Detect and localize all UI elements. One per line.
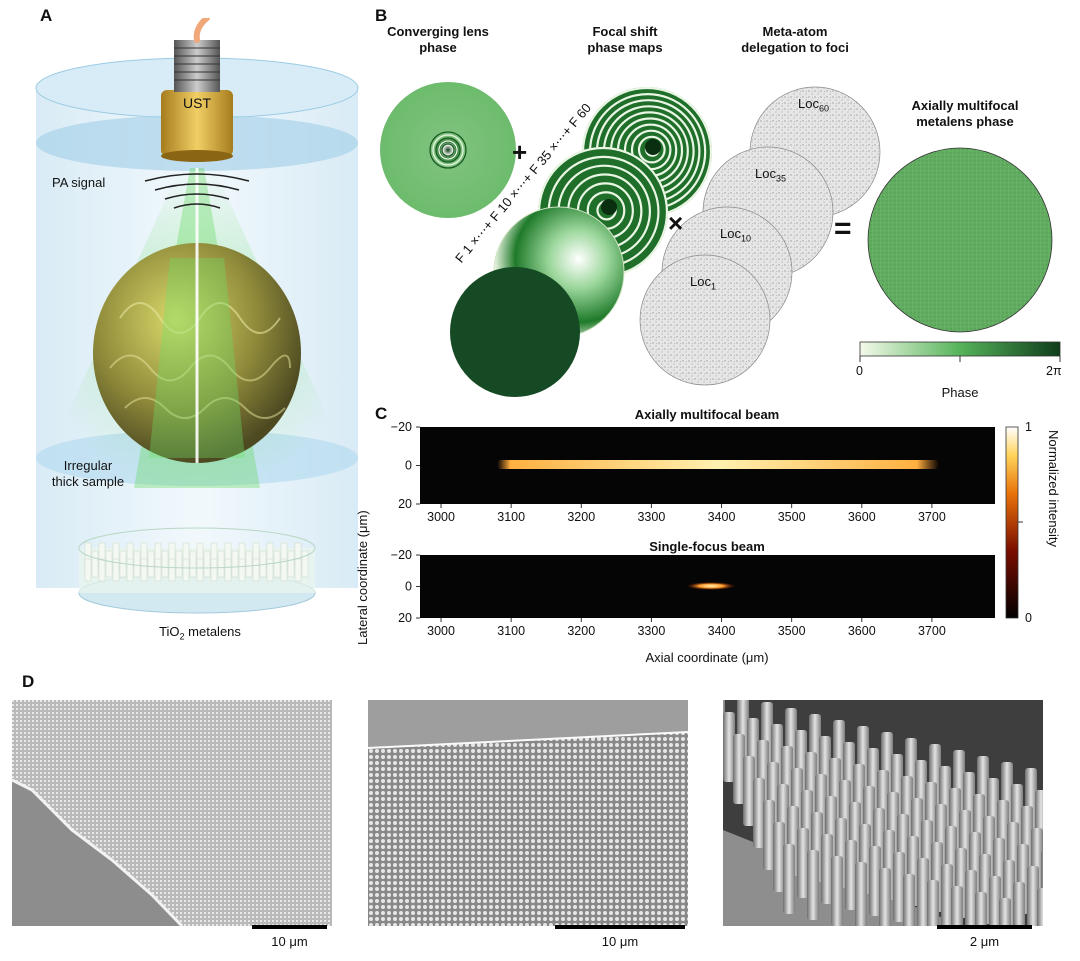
top-heatmap-focus (497, 460, 939, 469)
x-tick-label: 3300 (637, 624, 665, 638)
multifocal-metalens-map (867, 147, 1053, 333)
loc-label-10: Loc10 (720, 226, 751, 244)
x-tick-label: 3500 (778, 510, 806, 524)
scalebar-2-label: 10 μm (601, 934, 639, 949)
focal-shift-map-1 (450, 267, 580, 397)
x-tick-label: 3000 (427, 624, 455, 638)
ust-coil (174, 40, 220, 92)
x-tick-label: 3200 (567, 624, 595, 638)
x-tick-label: 3500 (778, 624, 806, 638)
times-operator: × (668, 208, 684, 238)
intensity-colorbar-min: 0 (1025, 611, 1032, 625)
ust-transducer (161, 90, 233, 156)
x-tick-label: 3400 (708, 624, 736, 638)
sem-image-1 (12, 700, 332, 926)
converging-lens-map (380, 82, 516, 218)
x-tick-label: 3600 (848, 624, 876, 638)
x-tick-label: 3400 (708, 510, 736, 524)
x-axis-label: Axial coordinate (μm) (645, 650, 769, 665)
loc-label-1: Loc1 (690, 274, 716, 292)
plus-operator: + (512, 137, 528, 167)
x-tick-label: 3300 (637, 510, 665, 524)
y-tick-label: −20 (391, 420, 412, 434)
sample-label: Irregular thick sample (51, 458, 125, 489)
loc-label-35: Loc35 (755, 166, 786, 184)
scalebar-3-label: 2 μm (969, 934, 1000, 949)
intensity-colorbar-label: Normalized intensity (1046, 430, 1061, 548)
cable (193, 18, 210, 43)
intensity-colorbar (1005, 426, 1019, 619)
x-tick-label: 3600 (848, 510, 876, 524)
panel-letter-a: A (40, 6, 53, 25)
scalebar-1 (252, 925, 327, 929)
phase-colorbar-min: 0 (856, 364, 863, 378)
y-tick-label: 20 (398, 497, 412, 511)
x-tick-label: 3200 (567, 510, 595, 524)
top-heatmap-title: Axially multifocal beam (634, 407, 780, 422)
panel-letter-b: B (375, 6, 388, 25)
phase-colorbar-label: Phase (941, 385, 979, 400)
scalebar-2 (555, 925, 685, 929)
scalebar-1-label: 10 μm (271, 934, 308, 949)
y-tick-label: −20 (391, 548, 412, 562)
scalebar-3 (937, 925, 1032, 929)
bottom-heatmap-focus (686, 582, 736, 590)
sem-image-3 (723, 700, 1043, 926)
panel-c-heatmaps: 3000 3100 3200 3300 3400 3500 3600 3700 3000 310… (391, 420, 1023, 638)
equals-operator: = (834, 212, 852, 245)
y-axis-label: Lateral coordinate (μm) (355, 510, 370, 645)
panel-letter-c: C (375, 404, 388, 423)
x-tick-label: 3700 (918, 624, 946, 638)
x-tick-label: 3700 (918, 510, 946, 524)
intensity-colorbar-max: 1 (1025, 420, 1032, 434)
x-tick-label: 3000 (427, 510, 455, 524)
y-tick-label: 20 (398, 611, 412, 625)
ust-label: UST (183, 95, 211, 111)
x-tick-label: 3100 (497, 624, 525, 638)
panel-letter-d: D (22, 672, 35, 691)
loc-label-60: Loc60 (798, 96, 829, 114)
bottom-heatmap-title: Single-focus beam (649, 539, 765, 554)
phase-colorbar (859, 341, 1061, 357)
x-tick-label: 3100 (497, 510, 525, 524)
pa-signal-label: PA signal (52, 175, 106, 190)
y-tick-label: 0 (405, 459, 412, 473)
sem-image-2 (368, 700, 688, 926)
loc-map-1 (639, 254, 771, 386)
panel-a-illustration (34, 18, 360, 614)
y-tick-label: 0 (405, 580, 412, 594)
phase-colorbar-max: 2π (1046, 364, 1062, 378)
metalens-label: TiO2 metalens (159, 624, 241, 642)
sem-pillars (723, 700, 1043, 926)
panel-b-diagram (380, 82, 1061, 397)
